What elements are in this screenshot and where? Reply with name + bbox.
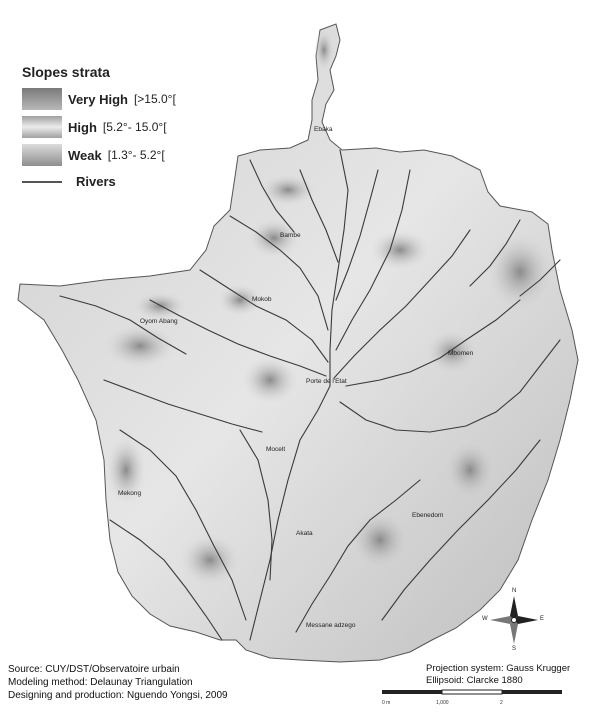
- compass-e: E: [540, 616, 545, 622]
- slope-shading: [104, 30, 554, 586]
- legend-range-high: [5.2°- 15.0°[: [102, 120, 167, 134]
- projection-info: Projection system: Gauss Krugger Ellipso…: [426, 663, 570, 687]
- compass-n: N: [512, 588, 517, 594]
- river-trib-south-4: [295, 479, 421, 633]
- map-credits: Source: CUY/DST/Observatoire urbain Mode…: [8, 663, 228, 702]
- swatch-very-high: [22, 88, 62, 110]
- river-trib-south-3: [239, 429, 273, 581]
- place-messane-adzego: Messane adzego: [306, 622, 356, 629]
- legend-label-very-high: Very High: [68, 91, 128, 107]
- territory-boundary: [17, 23, 579, 663]
- river-trib-north-2: [335, 169, 379, 301]
- projection-system: Projection system: Gauss Krugger: [426, 663, 571, 674]
- swatch-high: [22, 116, 62, 138]
- river-trib-east-2: [345, 299, 521, 387]
- river-network: [59, 149, 561, 641]
- compass-w: W: [482, 616, 488, 622]
- river-trib-south-5: [381, 439, 541, 621]
- place-mekong: Mekong: [118, 490, 142, 497]
- river-trib-west-1: [229, 215, 329, 331]
- legend-title: Slopes strata: [22, 64, 110, 80]
- credit-source: Source: CUY/DST/Observatoire urbain: [8, 664, 180, 675]
- river-trib-west-5: [103, 379, 263, 433]
- legend-range-very-high: [>15.0°[: [133, 92, 176, 106]
- place-mbomen: Mbomen: [448, 350, 474, 357]
- place-ebenedom: Ebenedom: [412, 512, 444, 519]
- river-trib-west-2: [199, 269, 329, 363]
- river-trib-east-1: [333, 229, 471, 379]
- place-akata: Akata: [296, 530, 313, 537]
- legend-label-rivers: Rivers: [76, 174, 116, 189]
- river-trib-east-4: [519, 259, 561, 297]
- projection-ellipsoid: Ellipsoid: Clarcke 1880: [426, 675, 523, 686]
- river-trib-south-2: [109, 519, 223, 641]
- river-trib-south-1: [119, 429, 247, 621]
- river-trib-west-4: [59, 295, 187, 355]
- legend-label-high: High: [68, 119, 97, 135]
- legend-label-weak: Weak: [68, 147, 102, 163]
- place-bambe: Bambe: [280, 232, 301, 239]
- place-mocelt: Mocelt: [266, 446, 286, 453]
- legend-row-very-high: Very High [>15.0°[: [22, 88, 176, 110]
- place-mokob: Mokob: [252, 296, 272, 303]
- river-trib-north-3: [335, 169, 411, 351]
- compass-s: S: [512, 646, 517, 652]
- credit-method: Modeling method: Delaunay Triangulation: [8, 677, 193, 688]
- north-arrow-icon: [490, 596, 538, 644]
- place-porte-etat: Porte de l'Etat: [306, 378, 347, 385]
- legend-row-rivers: Rivers: [22, 174, 116, 189]
- river-trib-east-5: [469, 219, 521, 287]
- place-oyom-abang: Oyom Abang: [140, 318, 178, 325]
- river-trib-west-3: [149, 299, 327, 377]
- scale-tick-1: 1,000: [436, 700, 449, 706]
- legend-range-weak: [1.3°- 5.2°[: [107, 148, 165, 162]
- legend-row-weak: Weak [1.3°- 5.2°[: [22, 144, 165, 166]
- credit-design: Designing and production: Nguendo Yongsi…: [8, 690, 228, 701]
- scale-tick-0: 0 m: [382, 700, 391, 706]
- swatch-rivers: [22, 180, 62, 183]
- place-ebaka: Ebaka: [314, 126, 333, 133]
- swatch-weak: [22, 144, 62, 166]
- legend-row-high: High [5.2°- 15.0°[: [22, 116, 167, 138]
- river-trib-north-1: [299, 169, 339, 263]
- river-trib-east-3: [339, 339, 561, 433]
- scale-bar: [382, 689, 562, 695]
- river-trib-nw: [249, 159, 295, 233]
- scale-tick-2: 2: [500, 700, 503, 706]
